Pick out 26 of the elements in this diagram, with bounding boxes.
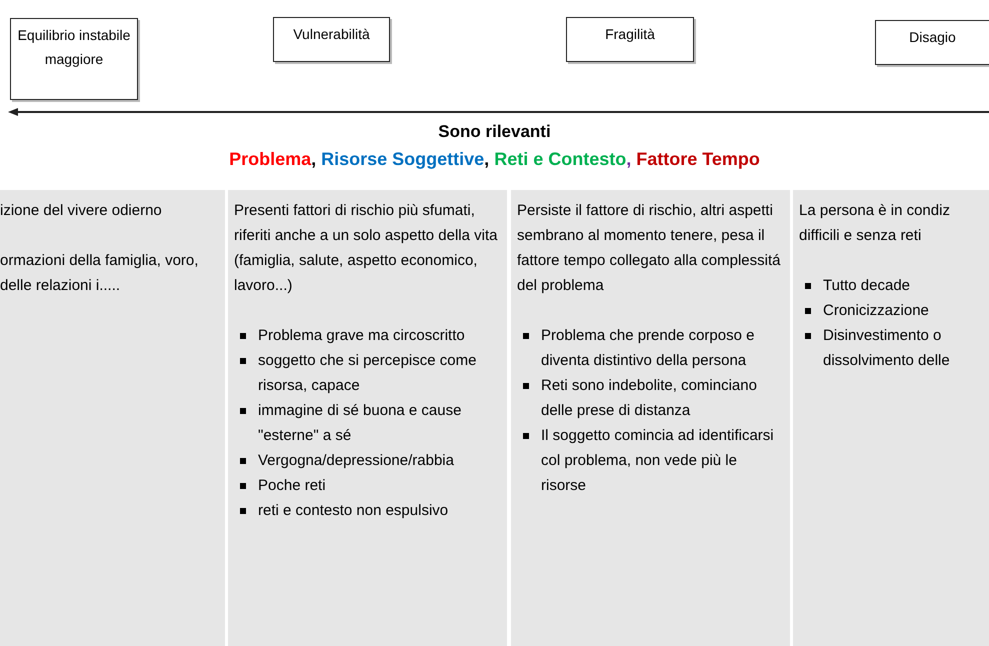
description-text: ormazioni della famiglia, voro, delle relazioni i..... xyxy=(0,251,200,296)
stage-box: Equilibrio instabile maggiore xyxy=(10,18,138,100)
bullet-item: Tutto decade xyxy=(823,276,912,296)
bullet-item: immagine di sé buona e cause "esterne" a sé xyxy=(258,401,462,446)
column-panel xyxy=(228,190,507,646)
bullet-item: Problema grave ma circoscritto xyxy=(258,326,466,346)
stage-box: Disagio xyxy=(875,20,989,65)
bullet-item: Problema che prende corposo e diventa distintivo della persona xyxy=(541,326,756,371)
description-text: izione del vivere odierno xyxy=(0,201,163,221)
column-panel xyxy=(793,190,989,646)
column-panel xyxy=(0,190,225,646)
stage-box: Fragilità xyxy=(566,17,694,62)
bullet-item: Il soggetto comincia ad identificarsi col problema, non vede più le risorse xyxy=(541,426,775,496)
bullet-item: Disinvestimento o dissolvimento delle xyxy=(823,326,951,371)
description-text: Presenti fattori di rischio più sfumati, riferiti anche a un solo aspetto della vita (famiglia, salute, aspetto economico, lavoro...) xyxy=(234,201,498,296)
stage-box: Vulnerabilità xyxy=(273,17,390,62)
factor-list-text: Problema, Risorse Soggettive, Reti e Contesto, Fattore Tempo xyxy=(228,149,761,170)
bullet-item: Vergogna/depressione/rabbia xyxy=(258,451,455,471)
bullet-item: Cronicizzazione xyxy=(823,301,930,321)
description-text: La persona è in condiz difficili e senza reti xyxy=(799,201,951,246)
description-text: Persiste il fattore di rischio, altri aspetti sembrano al momento tenere, pesa il fattore tempo collegato alla complessitá del problema xyxy=(517,201,782,296)
bullet-item: Poche reti xyxy=(258,476,327,496)
bullet-item: Reti sono indebolite, cominciano delle prese di distanza xyxy=(541,376,758,421)
column-panel xyxy=(511,190,790,646)
heading-text: Sono rilevanti xyxy=(437,122,552,142)
bullet-item: reti e contesto non espulsivo xyxy=(258,501,450,521)
